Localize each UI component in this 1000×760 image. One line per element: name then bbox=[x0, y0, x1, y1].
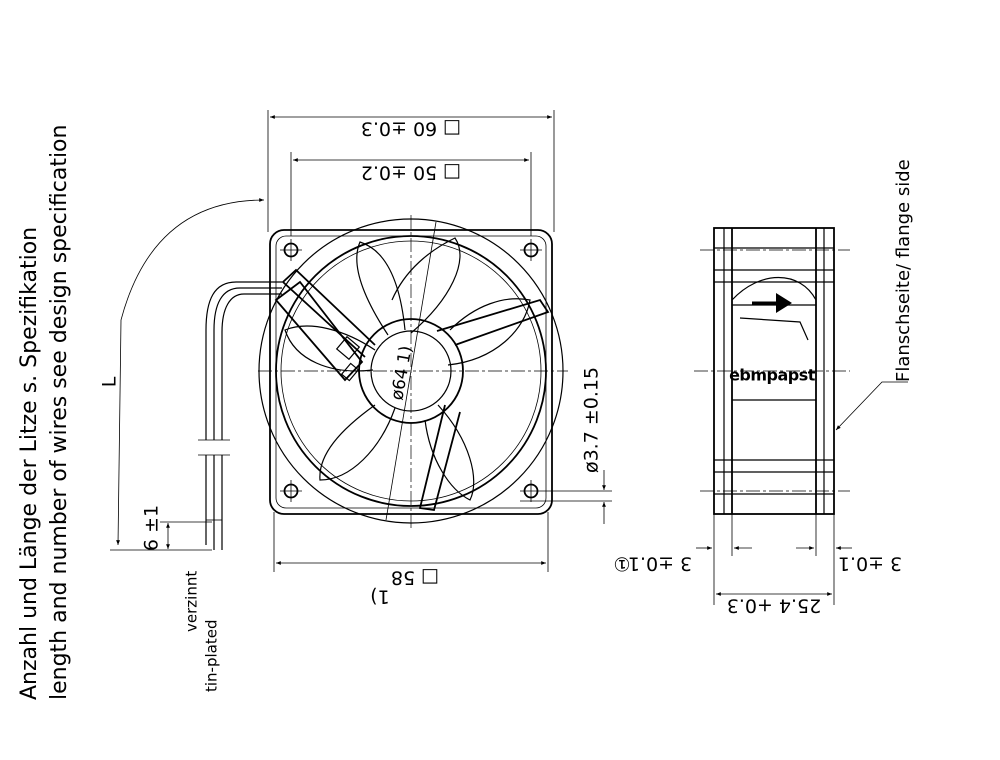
dim-depth-label: 25.4 +0.3 bbox=[727, 595, 821, 617]
dim-strip-length: 6 ±1 bbox=[141, 505, 212, 551]
wire-notes: Anzahl und Länge der Litze s. Spezifikat… bbox=[17, 125, 72, 700]
dim-body-width-label: □ 58 bbox=[391, 567, 439, 589]
dim-body-width: □ 58 1) bbox=[273, 512, 549, 608]
dim-hole-spacing: □ 50 ±0.2 bbox=[290, 152, 532, 236]
dim-outer-square-label: □ 60 ±0.3 bbox=[361, 118, 461, 140]
dim-hole-spacing-label: □ 50 ±0.2 bbox=[361, 162, 461, 184]
flange-side-label: Flanschseite/ flange side bbox=[893, 159, 914, 382]
tin-plated-de: verzinnt bbox=[183, 571, 201, 632]
dim-flange-left: 3 ±0.1 ① bbox=[613, 514, 752, 575]
dim-wire-length-label: L bbox=[99, 376, 121, 387]
dim-flange-left-label: 3 ±0.1 bbox=[628, 553, 692, 575]
wire-guide bbox=[274, 280, 364, 382]
dim-depth: 25.4 +0.3 bbox=[713, 514, 835, 617]
tin-plated-en: tin-plated bbox=[203, 620, 221, 692]
dim-flange-right: 3 ±0.1 bbox=[796, 514, 902, 575]
airflow-arrow-icon bbox=[752, 293, 792, 313]
dim-diameter-label: ø64 1) bbox=[387, 344, 416, 402]
struts bbox=[281, 268, 550, 512]
note-german: Anzahl und Länge der Litze s. Spezifikat… bbox=[17, 227, 42, 700]
dim-body-note: 1) bbox=[370, 586, 390, 608]
side-view: ebmpapst Flanschseite/ flange side 25.4 … bbox=[613, 159, 914, 616]
dim-hole-diameter-label: ø3.7 ±0.15 bbox=[581, 367, 603, 473]
mounting-holes bbox=[280, 239, 612, 502]
front-view: □ 60 ±0.3 □ 50 ±0.2 bbox=[99, 110, 612, 692]
brand-label: ebmpapst bbox=[729, 366, 816, 385]
dim-flange-left-note: ① bbox=[613, 553, 630, 575]
dim-strip-length-label: 6 ±1 bbox=[141, 505, 163, 551]
flange-side-leader: Flanschseite/ flange side bbox=[835, 159, 914, 431]
dim-outer-square: □ 60 ±0.3 bbox=[267, 110, 555, 232]
tin-plated-note: verzinnt tin-plated bbox=[183, 571, 221, 692]
dim-wire-length: L bbox=[99, 198, 265, 551]
dim-hole-diameter: ø3.7 ±0.15 bbox=[581, 367, 606, 524]
dim-flange-right-label: 3 ±0.1 bbox=[838, 553, 902, 575]
note-english: length and number of wires see design sp… bbox=[47, 125, 72, 700]
